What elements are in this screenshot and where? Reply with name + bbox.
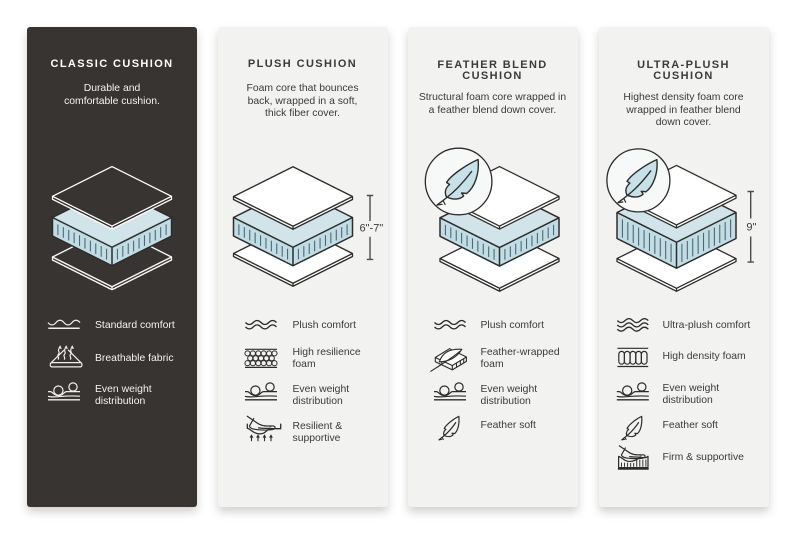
svg-text:6"-7": 6"-7" [360,223,384,235]
svg-text:9": 9" [746,222,756,234]
